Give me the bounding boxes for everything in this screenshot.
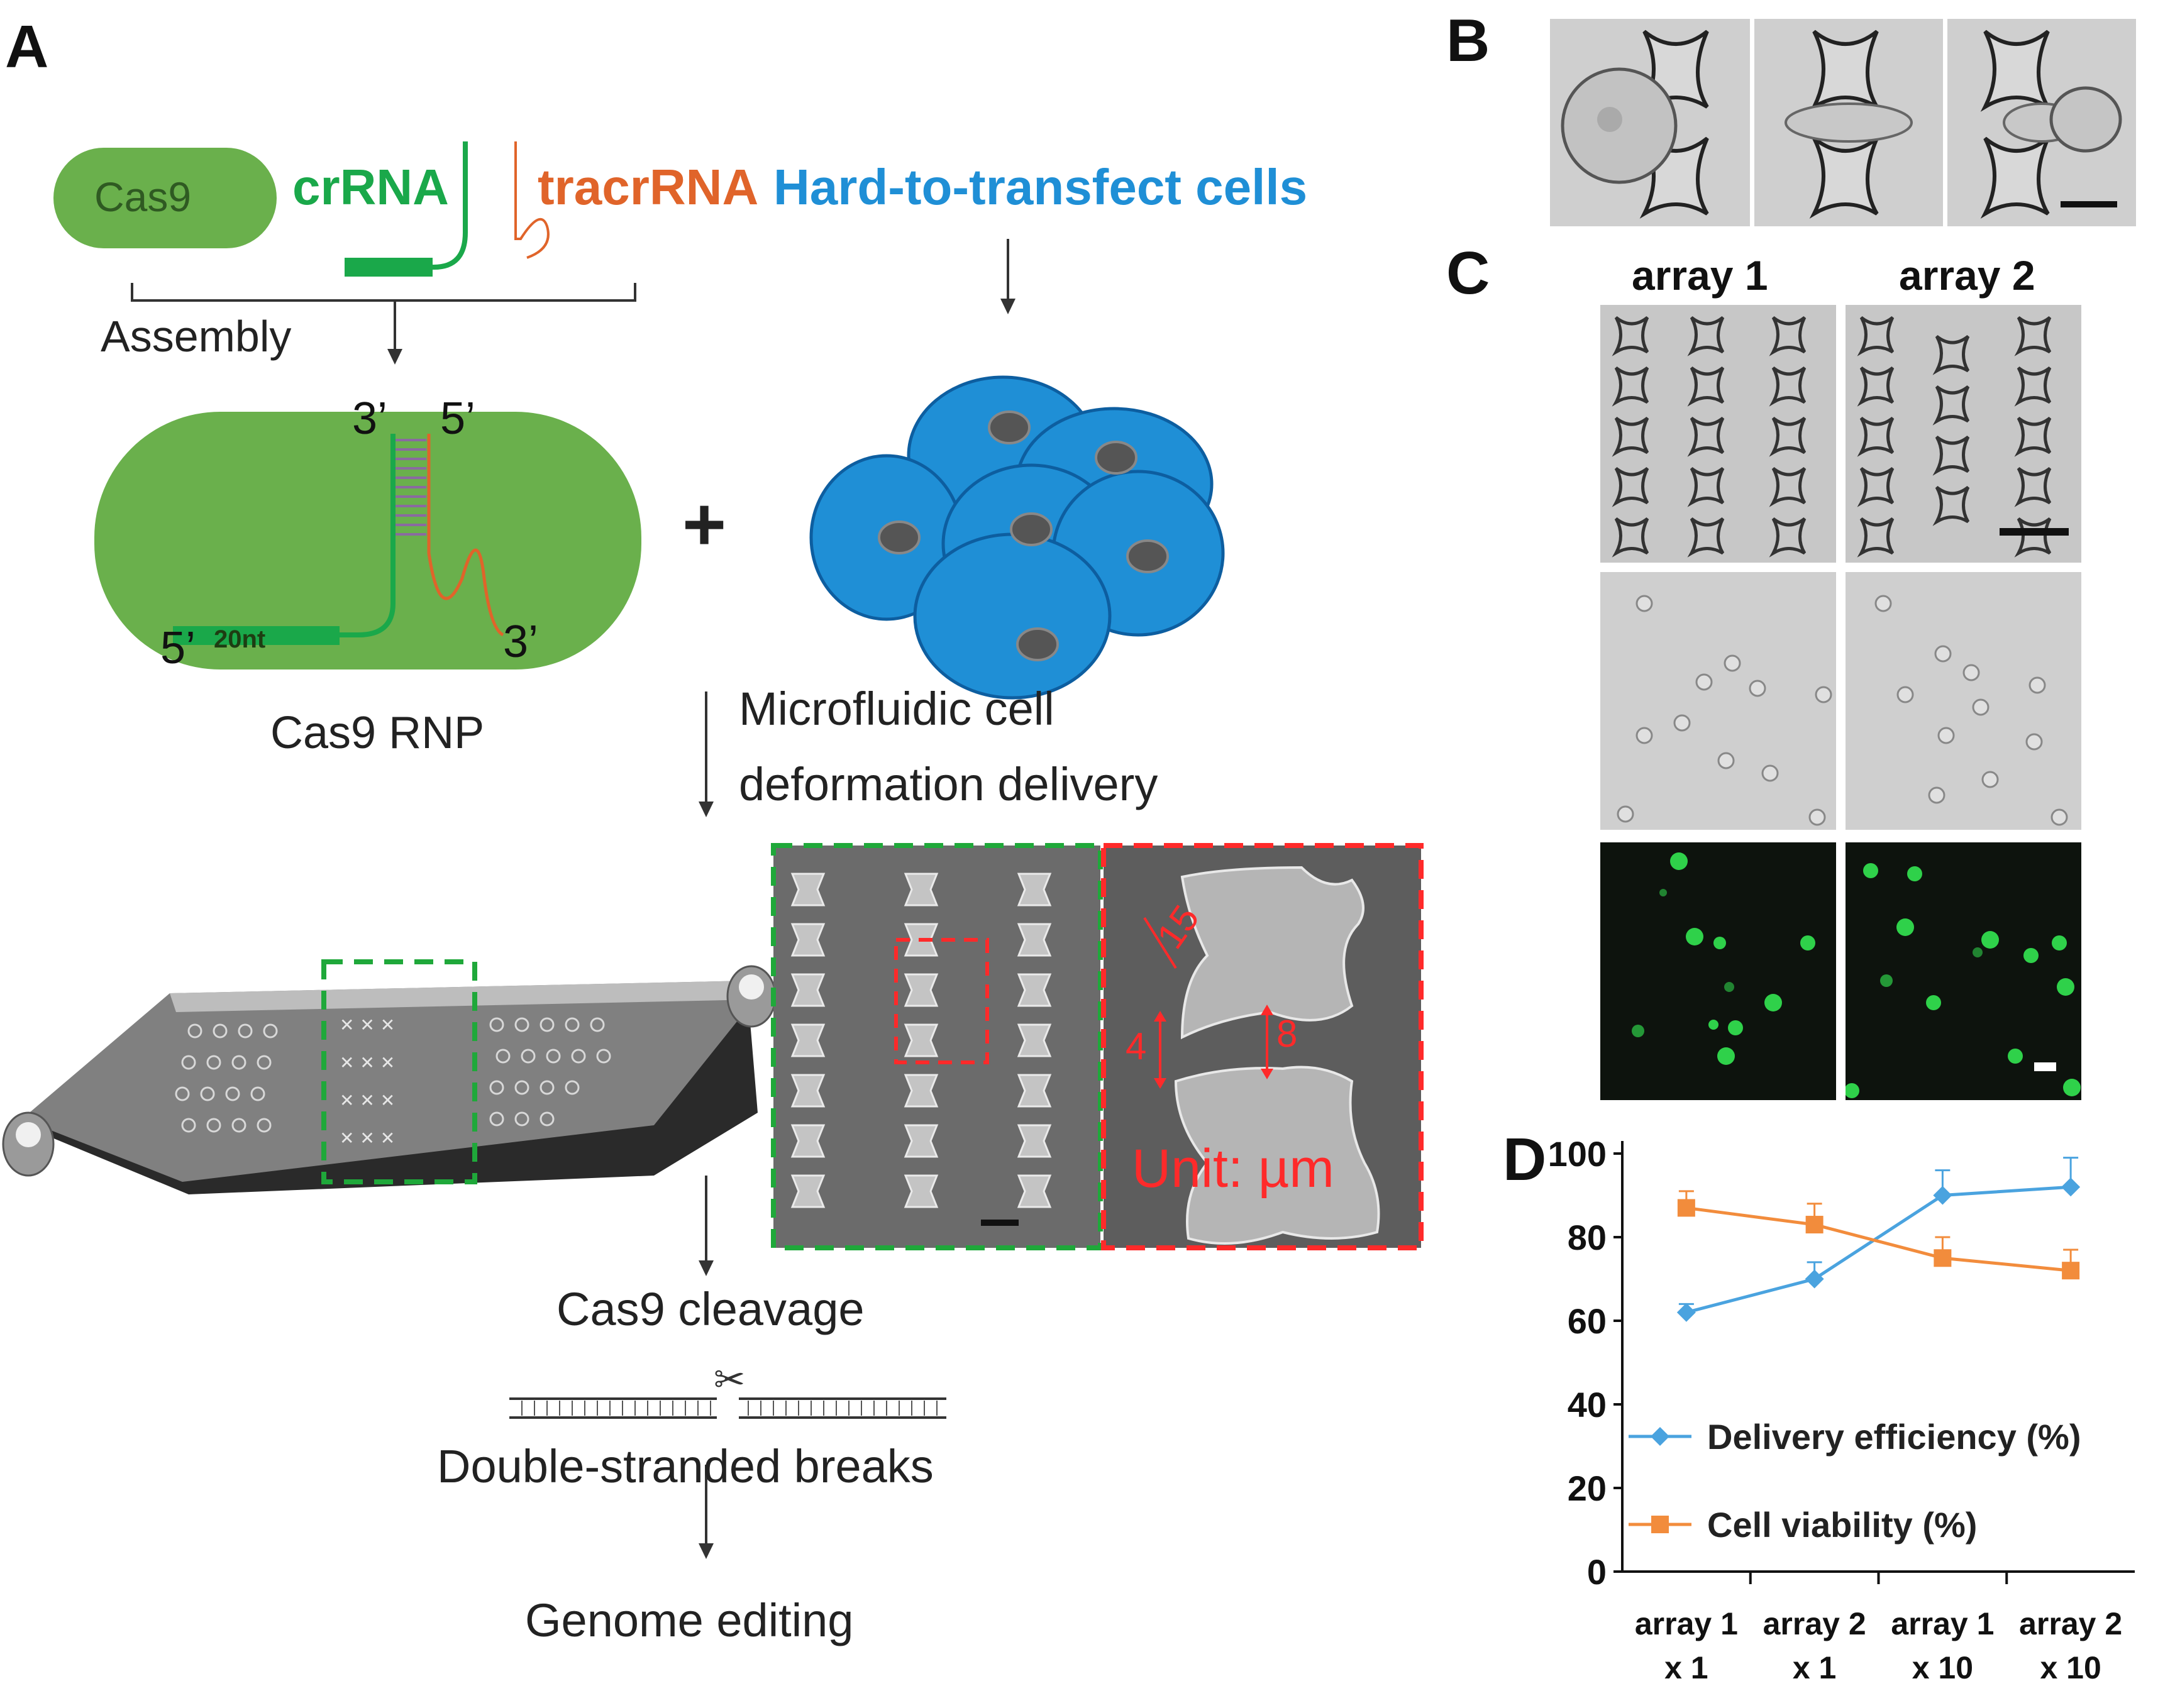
- sem-zoom-box: [894, 938, 989, 1064]
- chip-region-highlight: [321, 959, 477, 1184]
- data-point: [2061, 1177, 2081, 1197]
- data-point: [1933, 1186, 1952, 1205]
- prime-5-bottom: 5’: [160, 623, 196, 673]
- x-tick-label: array 2: [2019, 1606, 2122, 1641]
- array-2-pattern: [1846, 305, 2081, 563]
- tracrrna-strand-rnp: [427, 434, 504, 637]
- sem-array-image: [771, 843, 1103, 1250]
- prime-3-top: 3’: [352, 394, 388, 444]
- array-1-brightfield: [1600, 572, 1836, 830]
- y-tick-label: 40: [1568, 1385, 1607, 1424]
- cleavage-label: Cas9 cleavage: [556, 1283, 865, 1335]
- array-1-header: array 1: [1632, 252, 1768, 299]
- base-pairing: [395, 439, 426, 536]
- panel-label-b: B: [1446, 7, 1490, 74]
- dim-4-label: 4: [1126, 1025, 1147, 1067]
- cells-title: Hard-to-transfect cells: [773, 159, 1308, 215]
- data-point: [1805, 1216, 1824, 1234]
- array-2-header: array 2: [1899, 252, 2035, 299]
- panel-b-image-2: [1754, 19, 1943, 226]
- chip-pillars: [175, 1017, 611, 1133]
- x-tick-label: array 1: [1635, 1606, 1738, 1641]
- unit-label: Unit: µm: [1132, 1138, 1334, 1199]
- data-point: [2062, 1262, 2080, 1280]
- array-2-brightfield: [1846, 572, 2081, 830]
- x-tick-label: x 1: [1793, 1650, 1837, 1685]
- scissors-icon: ✂: [714, 1358, 745, 1402]
- prime-5-top: 5’: [440, 394, 476, 444]
- panel-b-image-3: [1947, 19, 2136, 226]
- editing-label: Genome editing: [525, 1594, 854, 1646]
- array-1-pattern: [1600, 305, 1836, 563]
- prime-3-bottom: 3’: [503, 617, 539, 667]
- svg-text:✕ ✕ ✕: ✕ ✕ ✕: [340, 1090, 395, 1111]
- dim-8-label: 8: [1276, 1013, 1298, 1055]
- crrna-label: crRNA: [292, 159, 449, 215]
- legend-label: Delivery efficiency (%): [1707, 1417, 2081, 1457]
- plus-sign: +: [682, 482, 727, 566]
- y-tick-label: 80: [1568, 1218, 1607, 1257]
- x-tick-label: array 1: [1891, 1606, 1994, 1641]
- legend-marker: [1651, 1516, 1669, 1533]
- series-line-0: [1686, 1185, 2071, 1314]
- delivery-line-2: deformation delivery: [739, 758, 1158, 810]
- dna-break: [509, 1397, 946, 1419]
- y-tick-label: 0: [1587, 1552, 1607, 1592]
- tracrrna-label: tracrRNA: [538, 159, 759, 215]
- array-2-fluorescence: [1846, 842, 2081, 1100]
- crrna-spacer-small: [345, 258, 433, 277]
- panel-label-c: C: [1446, 240, 1490, 307]
- dim-15-arrow: [1143, 917, 1177, 969]
- assembly-bracket: [131, 283, 636, 302]
- svg-text:✕ ✕ ✕: ✕ ✕ ✕: [340, 1128, 395, 1149]
- data-point: [1676, 1303, 1696, 1322]
- legend-marker: [1651, 1427, 1669, 1446]
- y-tick-label: 60: [1568, 1301, 1607, 1341]
- chip-cross-pillars: ✕ ✕ ✕ ✕ ✕ ✕ ✕ ✕ ✕ ✕ ✕ ✕: [340, 1015, 395, 1149]
- sem-zoom-image: [1101, 843, 1424, 1250]
- x-tick-label: x 1: [1664, 1650, 1708, 1685]
- tracrrna-strand-small: [514, 141, 550, 259]
- x-tick-label: x 10: [1912, 1650, 1973, 1685]
- data-point: [1934, 1249, 1952, 1267]
- data-point: [1805, 1269, 1824, 1289]
- cas9-protein-small: [53, 148, 277, 248]
- x-tick-label: array 2: [1763, 1606, 1866, 1641]
- cas9-label: Cas9: [94, 174, 192, 220]
- data-point: [1677, 1199, 1695, 1217]
- rnp-label: Cas9 RNP: [270, 708, 485, 758]
- crrna-strand-rnp: [176, 434, 396, 637]
- panel-b-image-1: [1550, 19, 1750, 226]
- delivery-line-1: Microfluidic cell: [739, 683, 1054, 735]
- series-line-1: [1686, 1206, 2071, 1272]
- cells-cluster: [809, 375, 1225, 700]
- svg-text:✕ ✕ ✕: ✕ ✕ ✕: [340, 1052, 395, 1073]
- y-tick-label: 20: [1568, 1468, 1607, 1508]
- panel-label-a: A: [5, 13, 49, 80]
- x-tick-label: x 10: [2040, 1650, 2101, 1685]
- legend-label: Cell viability (%): [1707, 1505, 1977, 1545]
- breaks-label: Double-stranded breaks: [437, 1440, 934, 1492]
- assembly-label: Assembly: [101, 312, 292, 361]
- cas9-rnp-body: [94, 412, 641, 669]
- crrna-strand-small: [352, 141, 468, 270]
- crrna-spacer-rnp: [173, 626, 340, 645]
- panel-label-d: D: [1503, 1126, 1547, 1193]
- svg-text:✕ ✕ ✕: ✕ ✕ ✕: [340, 1015, 395, 1035]
- y-tick-label: 100: [1548, 1134, 1607, 1174]
- array-1-fluorescence: [1600, 842, 1836, 1100]
- nt-label: 20nt: [214, 625, 266, 653]
